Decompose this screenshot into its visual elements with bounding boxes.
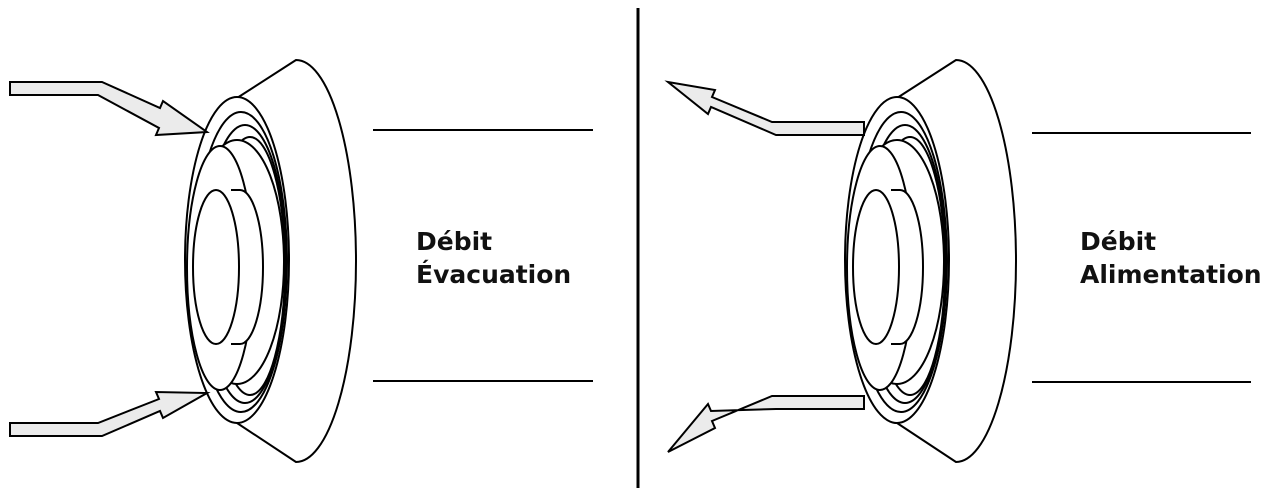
flow-label-line1: Débit — [1080, 227, 1157, 256]
flow-label-line2: Alimentation — [1080, 260, 1262, 289]
flow-label-evacuation: Débit Évacuation — [416, 225, 571, 291]
panel-alimentation — [664, 59, 1251, 463]
arrow-out-top — [664, 80, 865, 136]
arrow-in-bottom — [9, 390, 211, 437]
diffuser-alimentation — [844, 59, 1017, 463]
flow-label-line1: Débit — [416, 227, 493, 256]
diffuser-evacuation — [184, 59, 357, 463]
panel-evacuation — [9, 59, 593, 463]
flow-label-line2: Évacuation — [416, 260, 572, 289]
arrow-out-bottom — [667, 395, 865, 453]
flow-label-alimentation: Débit Alimentation — [1080, 225, 1262, 291]
arrow-in-top — [9, 81, 210, 137]
